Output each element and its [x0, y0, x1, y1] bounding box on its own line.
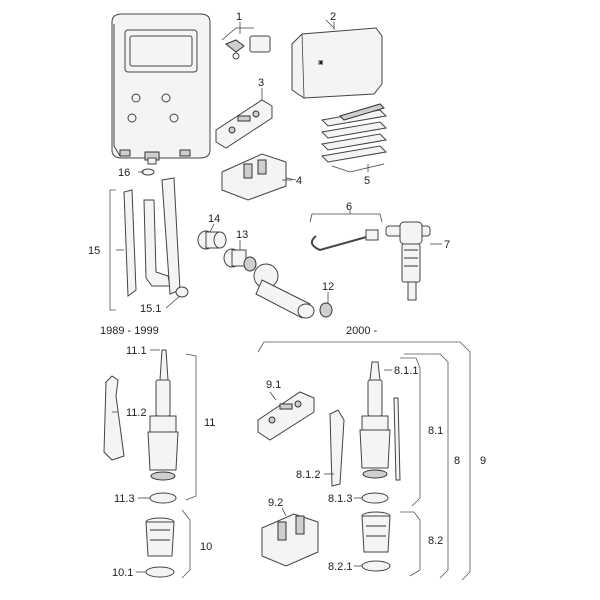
label-11: 11: [204, 417, 215, 429]
label-8-1-1: 8.1.1: [394, 365, 418, 377]
part-labels: 1 2 3 4 5 6 7 8 9 10 11 12 13 14 15 16 1…: [88, 11, 486, 579]
era-label-old: 1989 - 1999: [100, 325, 159, 337]
label-16: 16: [118, 167, 130, 179]
flush-valve-old-icon: [103, 349, 197, 504]
hose-icon: [309, 213, 383, 252]
coupling-set-icon: [197, 230, 333, 319]
label-8-2: 8.2: [428, 535, 443, 547]
label-7: 7: [444, 239, 450, 251]
label-11-2: 11.2: [126, 407, 147, 419]
pipe-set-old-icon: [109, 168, 189, 311]
label-4: 4: [296, 175, 302, 187]
basket-part-icon: [145, 509, 191, 579]
fill-valve-icon: [385, 221, 431, 301]
bracket-9-2-icon: [261, 513, 319, 567]
group-brackets: [257, 341, 471, 581]
svg-text:▣: ▣: [318, 60, 324, 66]
leader-lines: [112, 22, 442, 573]
plate-stack-icon: [320, 103, 388, 173]
plate-9-1-icon: [257, 391, 315, 441]
label-13: 13: [236, 229, 248, 241]
basket-8-2-icon: [361, 511, 391, 572]
clip-part-icon: [221, 27, 271, 60]
label-9-2: 9.2: [268, 497, 283, 509]
label-9: 9: [480, 455, 486, 467]
label-3: 3: [258, 77, 264, 89]
label-12: 12: [322, 281, 334, 293]
frame-bracket-icon: [221, 153, 297, 201]
label-8-1-3: 8.1.3: [328, 493, 352, 505]
label-11-1: 11.1: [126, 345, 147, 357]
label-2: 2: [330, 11, 336, 23]
flush-valve-new-icon: [329, 361, 401, 504]
label-10-1: 10.1: [112, 567, 133, 579]
label-10: 10: [200, 541, 212, 553]
label-8-1-2: 8.1.2: [296, 469, 320, 481]
bracket-plate-icon: [215, 99, 273, 149]
label-8-2-1: 8.2.1: [328, 561, 352, 573]
label-9-1: 9.1: [266, 379, 281, 391]
label-1: 1: [236, 11, 242, 23]
label-6: 6: [346, 201, 352, 213]
era-label-new: 2000 -: [346, 325, 378, 337]
label-8-1: 8.1: [428, 425, 443, 437]
label-14: 14: [208, 213, 220, 225]
cistern-icon: [111, 13, 211, 165]
label-11-3: 11.3: [114, 493, 135, 505]
actuator-plate-icon: ▣: [291, 19, 383, 99]
label-15-1: 15.1: [140, 303, 161, 315]
label-15: 15: [88, 245, 100, 257]
label-5: 5: [364, 175, 370, 187]
label-8: 8: [454, 455, 460, 467]
